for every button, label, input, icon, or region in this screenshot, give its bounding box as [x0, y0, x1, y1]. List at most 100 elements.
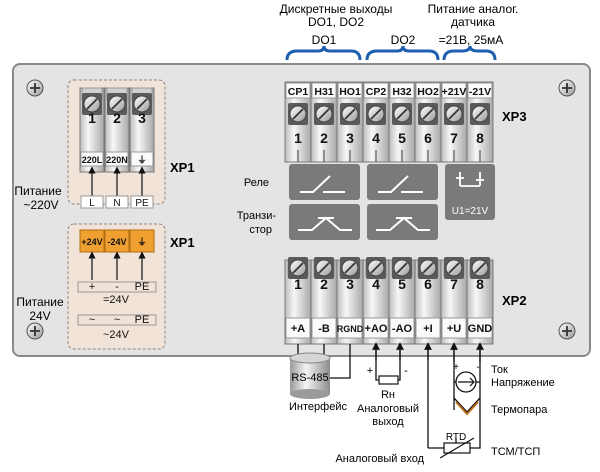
terminal-screw-icon[interactable]	[366, 103, 386, 125]
screw-slot	[370, 262, 382, 274]
terminal-screw-icon[interactable]	[288, 103, 308, 125]
thermocouple-label: Термопара	[491, 404, 548, 416]
xp3-pin-number: 2	[320, 130, 328, 146]
xp1-terminal-label: 220N	[106, 155, 128, 165]
terminal-screw-icon[interactable]	[392, 103, 412, 125]
transistor-block-do2	[367, 204, 438, 240]
terminal-screw-icon[interactable]	[107, 93, 127, 115]
xp1-dc-polarity: PE	[135, 281, 150, 293]
current-label: Ток	[491, 364, 508, 376]
terminal-screw-icon[interactable]	[314, 257, 334, 279]
screw-slot	[292, 262, 304, 274]
xp1-dc-polarity: +	[89, 281, 95, 293]
xp3-top-label-box	[363, 82, 389, 99]
xp2-pin-number: 5	[398, 276, 406, 292]
tsm-label: ТСМ/ТСП	[491, 446, 540, 458]
terminal-screw-icon[interactable]	[288, 257, 308, 279]
xp1-ac-polarity: ~	[114, 314, 120, 326]
screw-slot	[422, 262, 434, 274]
xp1-bottom-label-box	[80, 195, 104, 209]
terminal-screw-icon[interactable]	[470, 257, 490, 279]
relay-switch-icon	[300, 175, 345, 193]
current-source-icon	[454, 371, 480, 393]
terminal-screw-icon[interactable]	[444, 257, 464, 279]
xp1-pin-number: 3	[138, 110, 146, 126]
xp2-pin-number: 1	[294, 276, 302, 292]
xp2-bottom-label: -B	[318, 323, 330, 335]
xp2-bottom-label: GND	[468, 323, 493, 335]
terminal-screw-icon[interactable]	[366, 257, 386, 279]
terminal-screw-icon[interactable]	[314, 103, 334, 125]
screw-slot	[370, 108, 382, 120]
xp3-pin-number: 7	[450, 130, 458, 146]
xp2-bottom-label: +A	[291, 323, 305, 335]
xp3-top-label: HO1	[339, 86, 361, 98]
xp1-ac-polarity: ~	[89, 314, 95, 326]
xp2-bottom-label-box	[389, 317, 415, 339]
xp2-bottom-label: +U	[447, 323, 461, 335]
xp3-pin-number: 3	[346, 130, 354, 146]
xp2-pin-number: 8	[476, 276, 484, 292]
xp1-bottom-label: PE	[135, 198, 149, 209]
xp3-top-label: CP1	[288, 86, 309, 98]
xp3-top-label: H32	[392, 86, 411, 98]
screw-slot	[422, 108, 434, 120]
analog-out-label-1: Аналоговый	[357, 403, 419, 415]
sensor-power-spec: =21В, 25мА	[439, 33, 504, 47]
xp3-top-label-box	[311, 82, 337, 99]
terminal-screw-icon[interactable]	[418, 103, 438, 125]
xp2-bottom-label-box	[285, 317, 311, 339]
screw-slot	[474, 262, 486, 274]
xp3-top-label-box	[337, 82, 363, 99]
xp2-bottom-label-box	[467, 317, 493, 339]
xp3-top-label-box	[441, 82, 467, 99]
terminal-screw-icon[interactable]	[470, 103, 490, 125]
xp3-pin-number: 5	[398, 130, 406, 146]
xp1-bottom-label-box	[105, 195, 129, 209]
sensor-power-title: Питание аналог.	[428, 2, 519, 16]
supply-220-value: ~220V	[23, 198, 58, 212]
xp3-top-label: -21V	[469, 86, 491, 98]
xp3-top-label-box	[285, 82, 311, 99]
relay-switch-icon	[378, 175, 423, 193]
xp2-pin-number: 6	[424, 276, 432, 292]
screw-slot	[474, 108, 486, 120]
screw-slot	[448, 108, 460, 120]
rn-label: Rн	[381, 389, 395, 401]
xp3-top-label-box	[389, 82, 415, 99]
do1-brace	[285, 45, 362, 61]
xp2-pin-number: 3	[346, 276, 354, 292]
xp3-pin-number: 1	[294, 130, 302, 146]
terminal-screw-icon[interactable]	[392, 257, 412, 279]
xp2-bottom-label-box	[415, 317, 441, 339]
terminal-screw-icon[interactable]	[82, 93, 102, 115]
discrete-outputs-title: Дискретные выходы	[280, 2, 393, 16]
voltage-source-icon	[456, 172, 484, 187]
screw-slot	[318, 108, 330, 120]
transistor-icon	[376, 216, 430, 231]
screw-slot	[396, 108, 408, 120]
sensor-power-title-2: датчика	[451, 15, 495, 29]
screw-slot	[292, 108, 304, 120]
do2-label: DO2	[391, 33, 416, 47]
terminal-screw-icon[interactable]	[340, 103, 360, 125]
screw-slot	[448, 262, 460, 274]
terminal-screw-icon[interactable]	[132, 93, 152, 115]
xp3-top-label-box	[467, 82, 493, 99]
terminal-screw-icon[interactable]	[340, 257, 360, 279]
xp1-terminal-label: 220L	[82, 155, 103, 165]
supply-24-value: 24V	[29, 309, 50, 323]
xp1-bottom-label: N	[113, 198, 120, 209]
screw-slot	[344, 108, 356, 120]
rs485-label: RS-485	[291, 372, 328, 384]
terminal-screw-icon[interactable]	[444, 103, 464, 125]
screw-slot	[344, 262, 356, 274]
plus-sign: +	[367, 365, 373, 377]
rtd-sensor-icon	[428, 410, 481, 459]
xp2-bottom-label-box	[363, 317, 389, 339]
xp2-pin-number: 7	[450, 276, 458, 292]
terminal-screw-icon[interactable]	[418, 257, 438, 279]
xp1-bottom-connector-label: XP1	[170, 235, 195, 250]
ac-label-box	[77, 314, 157, 326]
analog-in-label: Аналоговый вход	[335, 453, 424, 465]
